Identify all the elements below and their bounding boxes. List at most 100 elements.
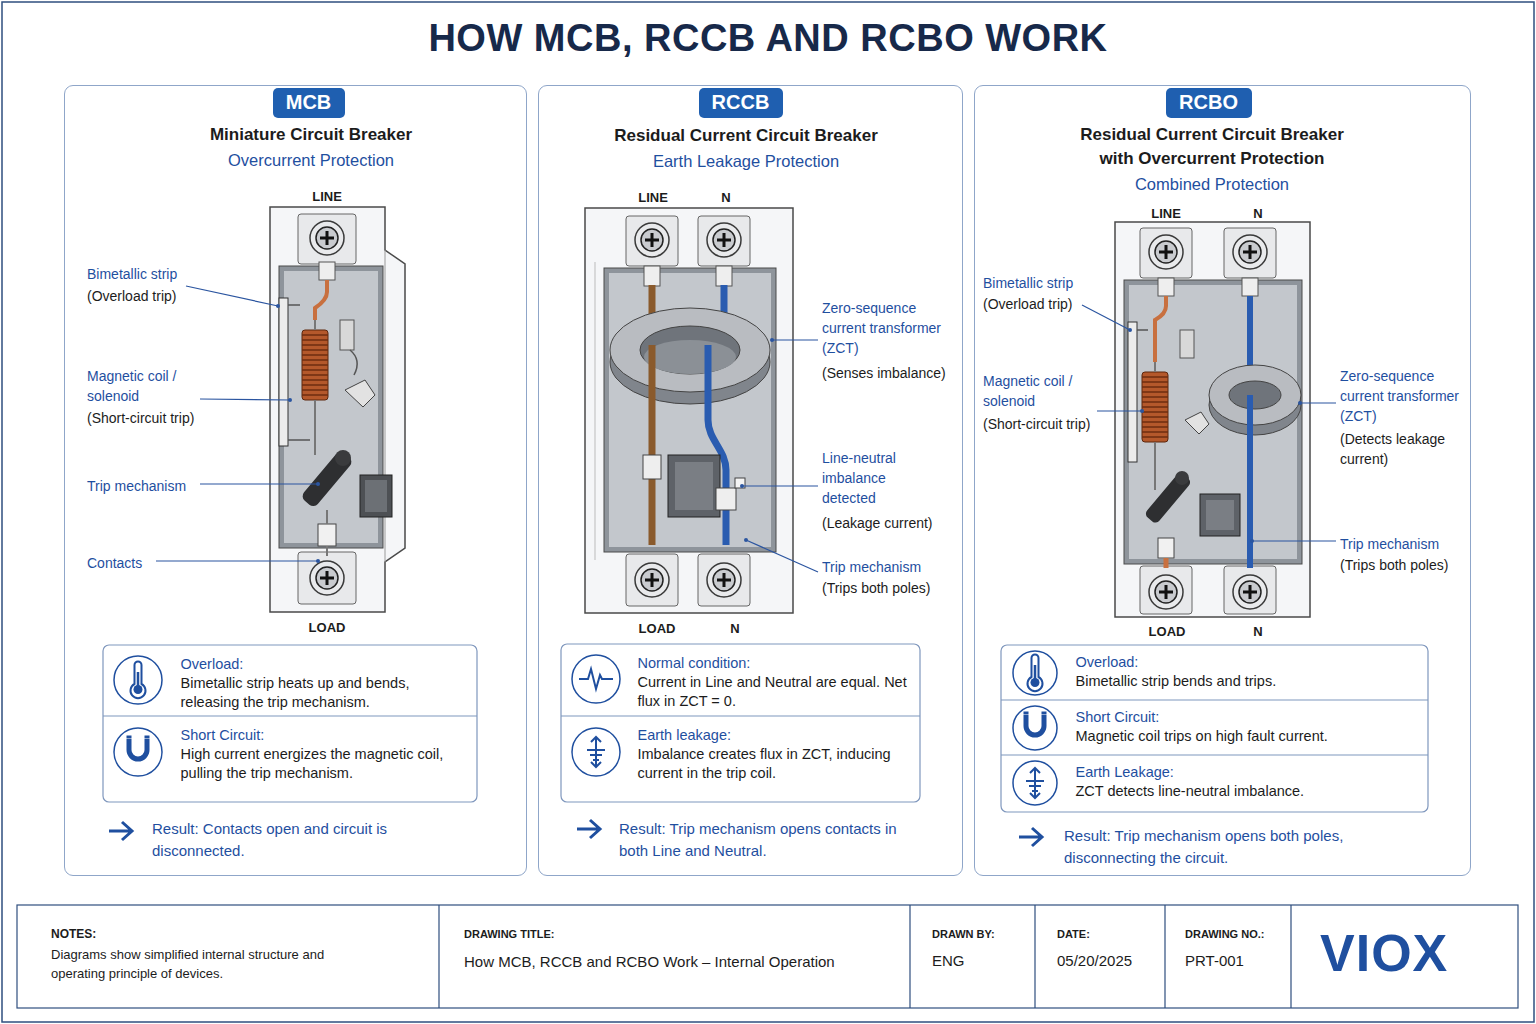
illustration-layer xyxy=(127,737,150,759)
leader-dots xyxy=(276,304,280,308)
leader-lines xyxy=(1082,305,1130,330)
rccb-illustration xyxy=(716,266,732,286)
illustration-layer xyxy=(1026,768,1044,798)
rccb-illustration xyxy=(707,563,741,597)
rccb-illustration xyxy=(735,478,745,488)
rcbo-illustration xyxy=(1180,330,1194,358)
rcbo-illustration xyxy=(1115,222,1310,617)
callout-note: (Short-circuit trip) xyxy=(87,408,247,428)
leader-lines xyxy=(156,286,1336,572)
explanation-row: Overload:Bimetallic strip heats up and b… xyxy=(103,645,477,716)
leader-dots xyxy=(288,398,292,402)
explanation-frames xyxy=(1001,645,1428,812)
callout-note: (Senses imbalance) xyxy=(822,363,982,383)
mcb-illustration xyxy=(319,262,335,280)
row-heading: Short Circuit: xyxy=(1076,708,1422,727)
illustration-layer xyxy=(109,822,132,840)
rcbo-illustration xyxy=(1142,362,1168,452)
mcb-illustration xyxy=(360,475,392,517)
row-body: ZCT detects line-neutral imbalance. xyxy=(1076,782,1406,801)
terminal-label: LINE xyxy=(1126,204,1206,223)
rcbo-illustration xyxy=(1242,278,1258,296)
row-heading: Overload: xyxy=(1076,653,1422,672)
rccb-illustration xyxy=(698,554,750,606)
row-body: Magnetic coil trips on high fault curren… xyxy=(1076,727,1406,746)
mcb-illustration xyxy=(335,450,351,466)
rcbo-illustration xyxy=(1158,278,1174,296)
leader-lines xyxy=(1252,540,1336,541)
explanation-row: Earth Leakage:ZCT detects line-neutral i… xyxy=(1001,755,1428,812)
titleblock-field: DRAWN BY: xyxy=(932,926,1032,942)
explanation-frames xyxy=(103,645,477,802)
badge-text: RCBO xyxy=(1179,91,1238,114)
rccb-illustration xyxy=(668,455,720,517)
leader-lines xyxy=(772,339,818,340)
rcbo-illustration xyxy=(1140,566,1192,614)
callout-label: Zero-sequence current transformer (ZCT) xyxy=(1340,366,1480,426)
titleblock-value: How MCB, RCCB and RCBO Work – Internal O… xyxy=(464,951,894,973)
callout-label: Contacts xyxy=(87,553,247,573)
rcbo-illustration xyxy=(1200,494,1240,536)
callout-label: Bimetallic strip xyxy=(87,264,247,284)
rcbo-illustration xyxy=(1209,365,1301,425)
rcbo-illustration xyxy=(1154,452,1156,490)
callout-label: Magnetic coil / solenoid xyxy=(87,366,195,406)
rccb-illustration xyxy=(698,216,750,266)
icon-circles xyxy=(572,655,620,703)
leader-dots xyxy=(1298,401,1302,405)
terminal-label: LOAD xyxy=(1127,622,1207,641)
rccb-illustration xyxy=(585,208,793,613)
leader-lines xyxy=(746,540,818,572)
row-heading: Earth Leakage: xyxy=(1076,763,1422,782)
mcb-illustration xyxy=(298,214,356,264)
icon-circles xyxy=(1013,651,1057,695)
icon-circles xyxy=(114,656,162,704)
rcbo-illustration xyxy=(1137,329,1148,331)
diagram-title: HOW MCB, RCCB AND RCBO WORK xyxy=(0,17,1536,60)
leader-dots xyxy=(740,484,744,488)
result-text: Result: Contacts open and circuit is dis… xyxy=(152,818,432,862)
leader-lines xyxy=(1300,402,1336,403)
device-badge: RCBO xyxy=(1166,88,1252,118)
rcbo-illustration xyxy=(1206,500,1234,530)
mcb-illustration xyxy=(340,320,354,350)
terminal-label: LINE xyxy=(287,187,367,206)
callout-note: (Short-circuit trip) xyxy=(983,414,1143,434)
callout-note: (Trips both poles) xyxy=(1340,555,1500,575)
rccb-illustration xyxy=(610,308,770,392)
explanation-row: Earth leakage:Imbalance creates flux in … xyxy=(561,716,920,802)
badge-text: MCB xyxy=(286,91,332,114)
device-badge: RCCB xyxy=(699,88,783,118)
panel-title: Residual Current Circuit Breaker xyxy=(546,124,946,148)
rcbo-illustration xyxy=(1224,566,1276,614)
rccb-illustration xyxy=(585,208,793,613)
title-block xyxy=(17,905,1518,1008)
titleblock-field: DRAWING NO.: xyxy=(1185,926,1290,942)
mcb-illustration xyxy=(310,221,344,255)
rcbo-illustration xyxy=(1185,412,1209,434)
illustration-layer xyxy=(131,662,146,699)
titleblock-value: Diagrams show simplified internal struct… xyxy=(51,945,361,983)
mcb-illustration xyxy=(315,280,327,320)
device-badge: MCB xyxy=(273,88,345,118)
rcbo-illustration xyxy=(1140,228,1192,278)
row-heading: Overload: xyxy=(181,655,471,674)
callout-label: Trip mechanism xyxy=(1340,534,1500,554)
title-block xyxy=(439,905,1291,1008)
row-body: Bimetallic strip heats up and bends, rel… xyxy=(181,674,456,712)
rcbo-illustration xyxy=(1115,222,1310,617)
row-heading: Earth leakage: xyxy=(638,726,914,745)
callout-label: Zero-sequence current transformer (ZCT) xyxy=(822,298,962,358)
titleblock-value: 05/20/2025 xyxy=(1057,950,1162,972)
rccb-illustration xyxy=(643,455,661,479)
leader-dots xyxy=(744,538,748,542)
titleblock-field: DRAWING TITLE: xyxy=(464,926,664,942)
rccb-illustration xyxy=(707,223,741,257)
illustration-layer xyxy=(1024,713,1047,735)
panel-title: Miniature Circuit Breaker xyxy=(101,123,521,147)
leader-dots xyxy=(770,338,774,342)
callout-note: (Overload trip) xyxy=(983,294,1143,314)
callout-note: (Trips both poles) xyxy=(822,578,982,598)
